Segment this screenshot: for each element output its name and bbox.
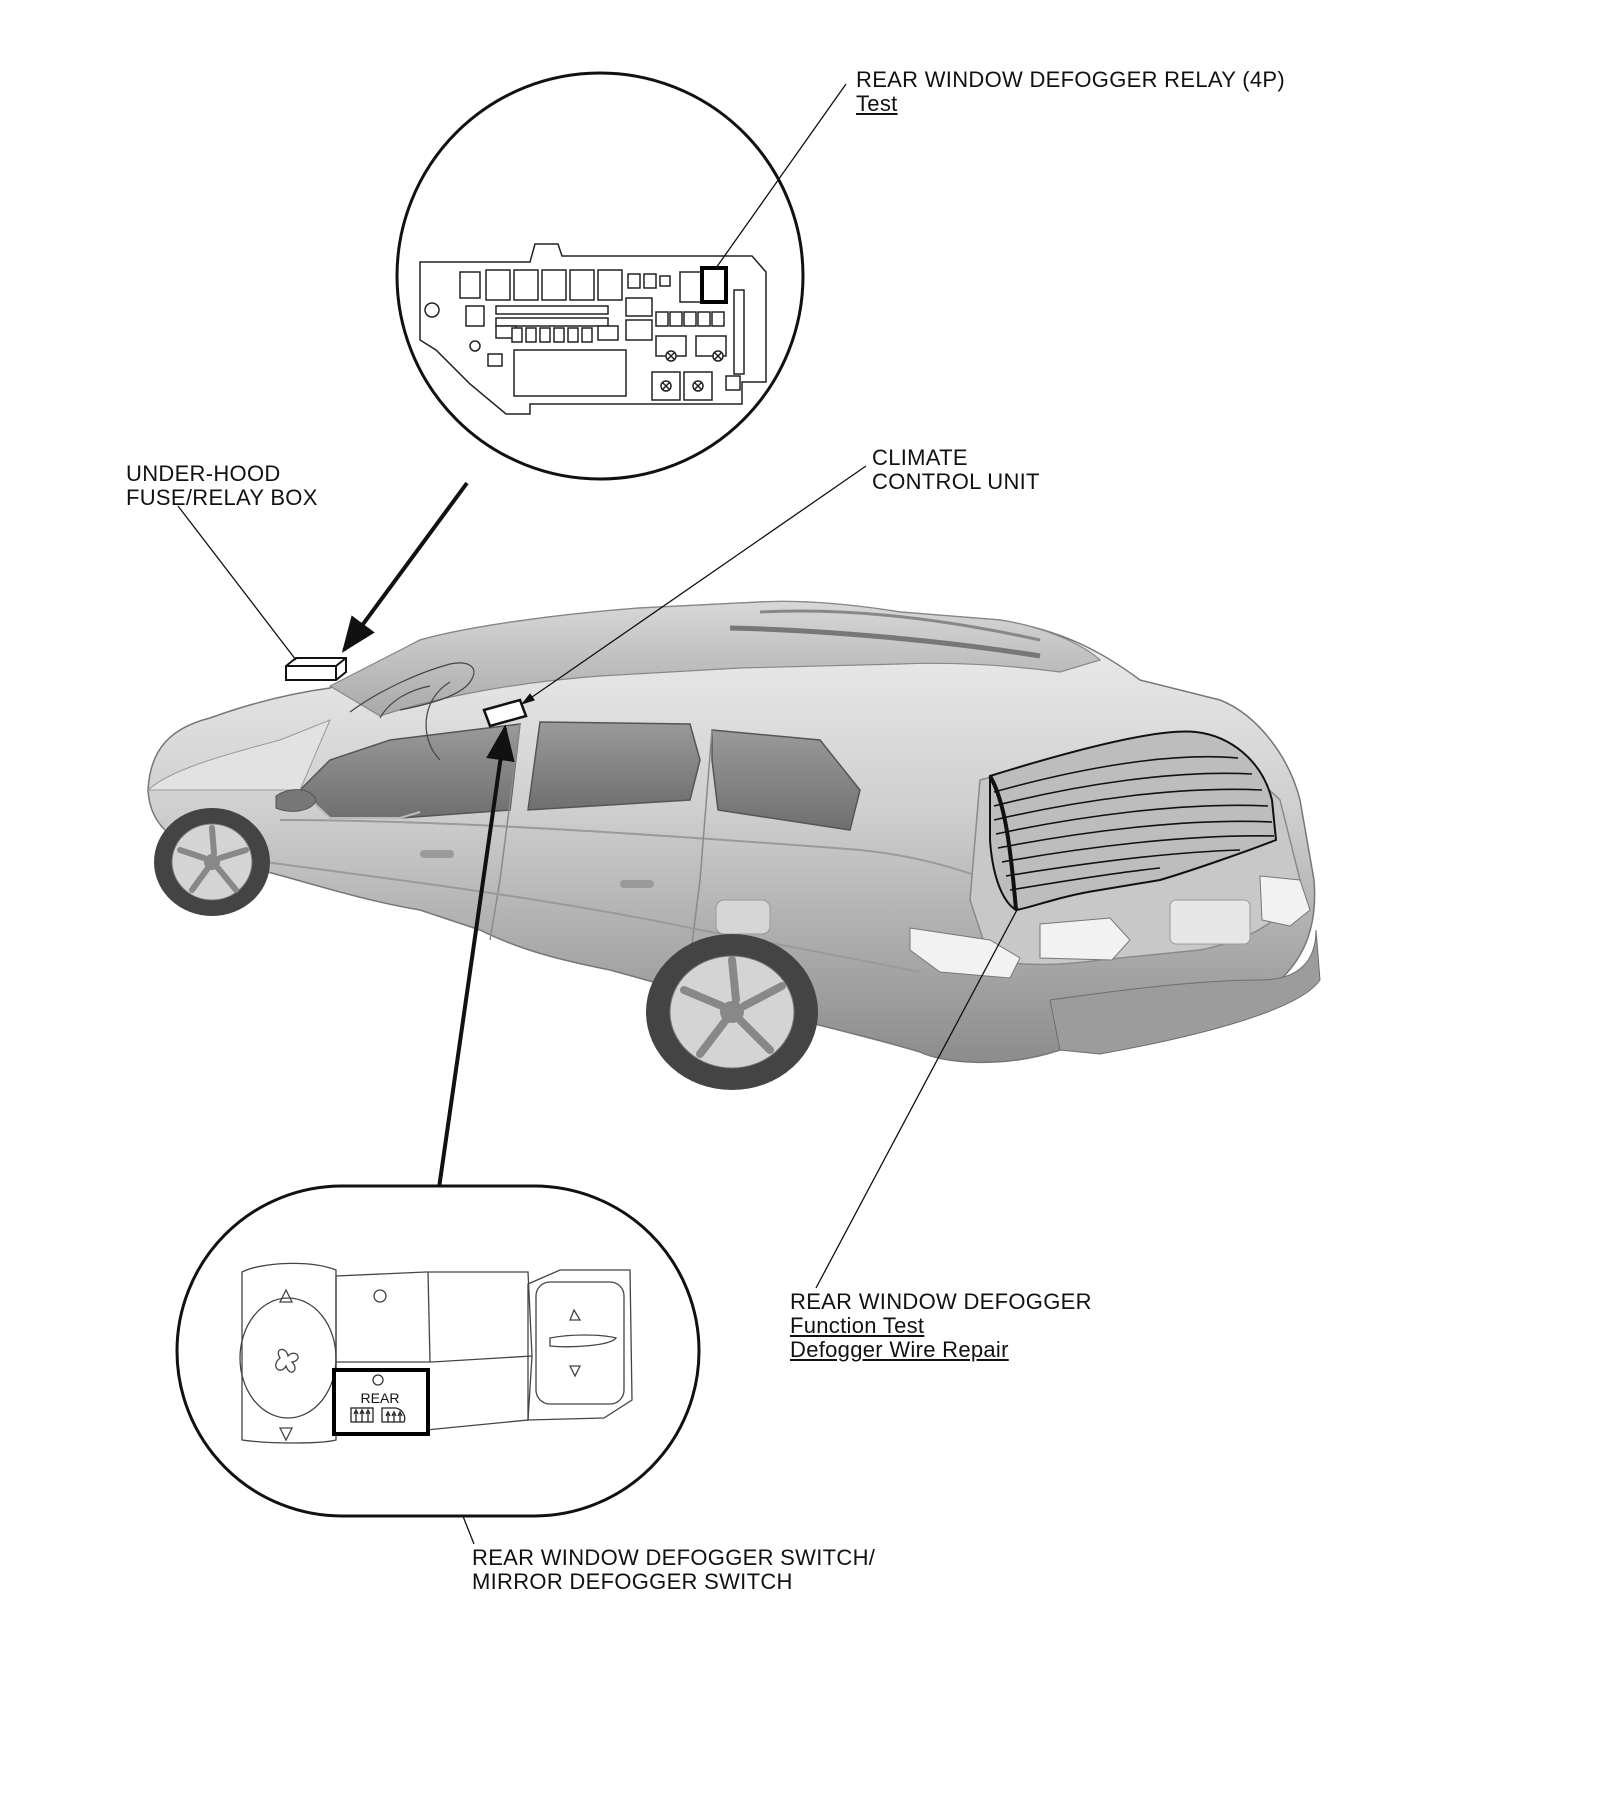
rear-wheel: [646, 934, 818, 1090]
station-wagon-illustration: [146, 600, 1321, 1090]
dashboard-sketch: [349, 662, 475, 761]
switch-label-line1: REAR WINDOW DEFOGGER SWITCH/: [472, 1545, 876, 1570]
rear-window-defogger-relay-highlight: [700, 266, 728, 304]
defogger-title: REAR WINDOW DEFOGGER: [790, 1289, 1092, 1314]
fuse-box-label: UNDER-HOOD FUSE/RELAY BOX: [126, 462, 318, 510]
defogger-wire-repair-link[interactable]: Defogger Wire Repair: [790, 1337, 1009, 1362]
fuse-box-label-line2: FUSE/RELAY BOX: [126, 485, 318, 510]
switch-label-line2: MIRROR DEFOGGER SWITCH: [472, 1569, 793, 1594]
rear-switch-label: REAR: [361, 1390, 400, 1406]
relay-title: REAR WINDOW DEFOGGER RELAY (4P): [856, 67, 1285, 92]
fuse-relay-box-drawing: [419, 243, 767, 415]
climate-unit-label-line2: CONTROL UNIT: [872, 469, 1040, 494]
function-test-link[interactable]: Function Test: [790, 1313, 925, 1338]
rear-defogger-switch: REAR: [332, 1368, 430, 1436]
rear-defogger-icon: [350, 1407, 374, 1423]
climate-control-unit-location: [482, 698, 528, 728]
climate-unit-label-line1: CLIMATE: [872, 445, 968, 470]
rear-window-defogger-grid: [988, 730, 1278, 912]
climate-unit-label: CLIMATE CONTROL UNIT: [872, 446, 1040, 494]
switch-panel-detail-frame: [175, 1184, 701, 1518]
defogger-label: REAR WINDOW DEFOGGER Function Test Defog…: [790, 1290, 1092, 1362]
fuse-relay-box-detail-circle: [395, 71, 805, 481]
front-wheel: [154, 808, 270, 916]
fuse-box-label-line1: UNDER-HOOD: [126, 461, 281, 486]
relay-label: REAR WINDOW DEFOGGER RELAY (4P) Test: [856, 68, 1285, 116]
relay-test-link[interactable]: Test: [856, 91, 898, 116]
fuse-relay-box-location: [285, 657, 347, 681]
switch-label: REAR WINDOW DEFOGGER SWITCH/ MIRROR DEFO…: [472, 1546, 875, 1594]
mirror-defogger-icon: [381, 1407, 406, 1423]
